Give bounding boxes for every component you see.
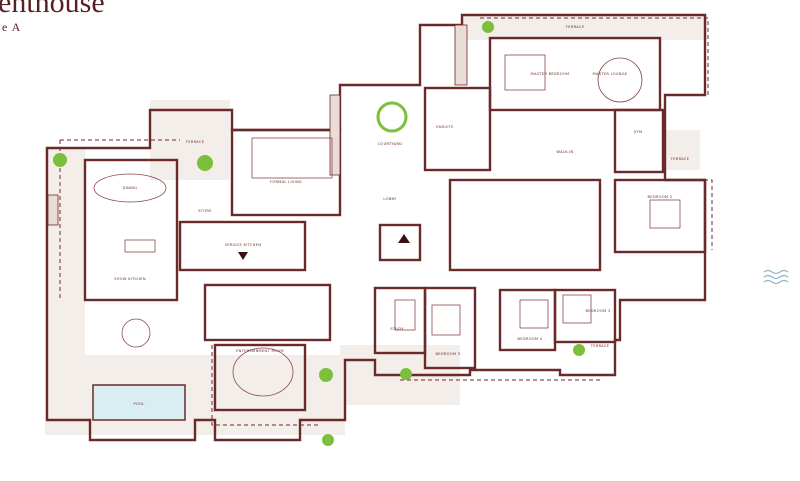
label-terrace-top: TERRACE bbox=[565, 25, 585, 29]
pool bbox=[92, 384, 186, 421]
label-terrace-bottom: TERRACE bbox=[590, 344, 610, 348]
label-walk-in: WALK-IN bbox=[557, 150, 574, 154]
label-bedroom4: BEDROOM 4 bbox=[518, 337, 543, 341]
room-labels: TERRACE TERRACE TERRACE TERRACE MASTER B… bbox=[114, 25, 690, 406]
label-courtyard: COURTYARD bbox=[378, 142, 403, 146]
entry-arrow-icon bbox=[398, 234, 410, 243]
label-master-lounge: MASTER LOUNGE bbox=[593, 72, 628, 76]
label-master-bedroom: MASTER BEDROOM bbox=[531, 72, 570, 76]
label-pool: POOL bbox=[133, 402, 144, 406]
page-subtitle: e A bbox=[2, 20, 22, 34]
label-entertainment: ENTERTAINMENT ROOM bbox=[236, 349, 284, 353]
label-store: STORE bbox=[198, 209, 212, 213]
plant-icon bbox=[53, 21, 585, 446]
label-service-kitchen: SERVICE KITCHEN bbox=[225, 243, 261, 247]
label-terrace-right: TERRACE bbox=[670, 157, 690, 161]
label-study: STUDY bbox=[390, 327, 404, 331]
furniture bbox=[93, 54, 681, 397]
wave-icon bbox=[763, 269, 789, 285]
terrace-areas bbox=[45, 15, 707, 435]
label-bedroom5: BEDROOM 5 bbox=[436, 352, 461, 356]
entry-arrow-icon bbox=[238, 252, 248, 260]
page-title: enthouse bbox=[0, 0, 105, 19]
label-bedroom2: BEDROOM 2 bbox=[648, 195, 673, 199]
label-bedroom3: BEDROOM 3 bbox=[586, 309, 611, 313]
dashed-boundaries bbox=[59, 17, 713, 426]
label-show-kitchen: SHOW KITCHEN bbox=[114, 277, 146, 281]
label-gym: GYM bbox=[634, 130, 643, 134]
label-lobby: LOBBY bbox=[383, 197, 397, 201]
label-dining: DINING bbox=[123, 186, 138, 190]
walls bbox=[45, 13, 707, 442]
label-terrace-left: TERRACE bbox=[185, 140, 205, 144]
label-formal-living: FORMAL LIVING bbox=[270, 180, 302, 184]
label-ensuite: ENSUITE bbox=[436, 125, 454, 129]
